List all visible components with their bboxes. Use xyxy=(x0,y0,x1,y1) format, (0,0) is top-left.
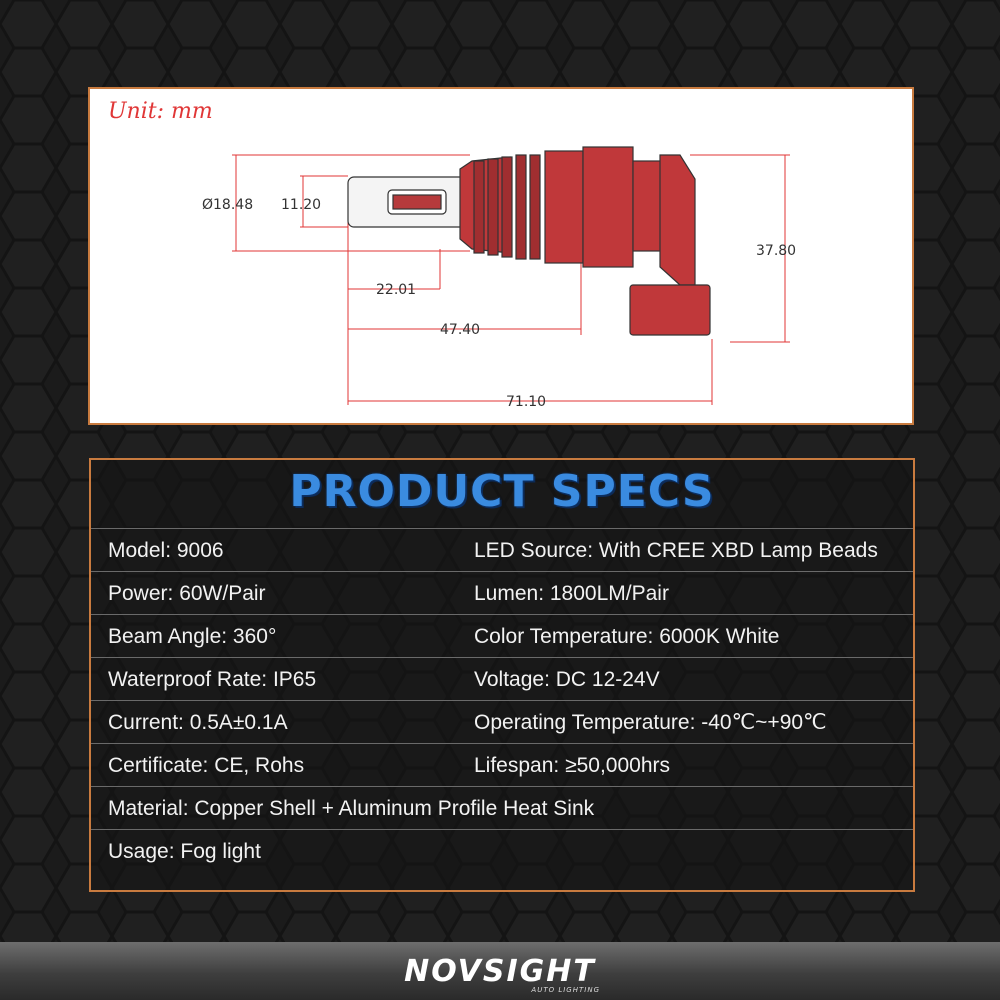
spec-color-temperature: Color Temperature: 6000K White xyxy=(474,625,780,648)
dim-length-1: 22.01 xyxy=(376,282,416,298)
spec-material: Material: Copper Shell + Aluminum Profil… xyxy=(108,797,595,820)
spec-certificate: Certificate: CE, Rohs xyxy=(108,754,305,777)
spec-row: Beam Angle: 360° Color Temperature: 6000… xyxy=(91,614,913,657)
brand-logo: NOVSIGHT xyxy=(404,954,596,989)
spec-row: Model: 9006 LED Source: With CREE XBD La… xyxy=(91,528,913,571)
spec-row: Waterproof Rate: IP65 Voltage: DC 12-24V xyxy=(91,657,913,700)
spec-model: Model: 9006 xyxy=(108,539,224,562)
brand-tagline: AUTO LIGHTING xyxy=(531,986,600,994)
specs-title: PRODUCT SPECS xyxy=(289,466,715,517)
dim-length-total: 71.10 xyxy=(506,394,546,410)
spec-usage: Usage: Fog light xyxy=(108,840,261,863)
spec-row: Power: 60W/Pair Lumen: 1800LM/Pair xyxy=(91,571,913,614)
dim-length-2: 47.40 xyxy=(440,322,480,338)
spec-beam-angle: Beam Angle: 360° xyxy=(108,625,277,648)
dim-diameter: Ø18.48 xyxy=(202,197,253,213)
specs-table: Model: 9006 LED Source: With CREE XBD La… xyxy=(91,528,913,872)
spec-waterproof: Waterproof Rate: IP65 xyxy=(108,668,317,691)
spec-voltage: Voltage: DC 12-24V xyxy=(474,668,660,691)
bulb-drawing: Ø18.48 11.20 37.80 22.01 47.40 71.10 xyxy=(202,146,796,410)
spec-operating-temperature: Operating Temperature: -40℃~+90℃ xyxy=(474,711,827,734)
dimension-diagram-panel: Unit: mm xyxy=(88,87,914,425)
spec-lifespan: Lifespan: ≥50,000hrs xyxy=(474,754,670,777)
spec-row: Current: 0.5A±0.1A Operating Temperature… xyxy=(91,700,913,743)
spec-current: Current: 0.5A±0.1A xyxy=(108,711,288,734)
spec-row: Usage: Fog light xyxy=(91,829,913,872)
spec-power: Power: 60W/Pair xyxy=(108,582,266,605)
unit-label: Unit: mm xyxy=(108,99,213,124)
spec-row: Material: Copper Shell + Aluminum Profil… xyxy=(91,786,913,829)
product-specs-panel: PRODUCT SPECS Model: 9006 LED Source: Wi… xyxy=(89,458,915,892)
spec-row: Certificate: CE, Rohs Lifespan: ≥50,000h… xyxy=(91,743,913,786)
dim-height-small: 11.20 xyxy=(281,197,321,213)
spec-lumen: Lumen: 1800LM/Pair xyxy=(474,582,669,605)
brand-footer: NOVSIGHT AUTO LIGHTING xyxy=(0,942,1000,1000)
dim-height-total: 37.80 xyxy=(756,243,796,259)
spec-led-source: LED Source: With CREE XBD Lamp Beads xyxy=(474,539,878,562)
